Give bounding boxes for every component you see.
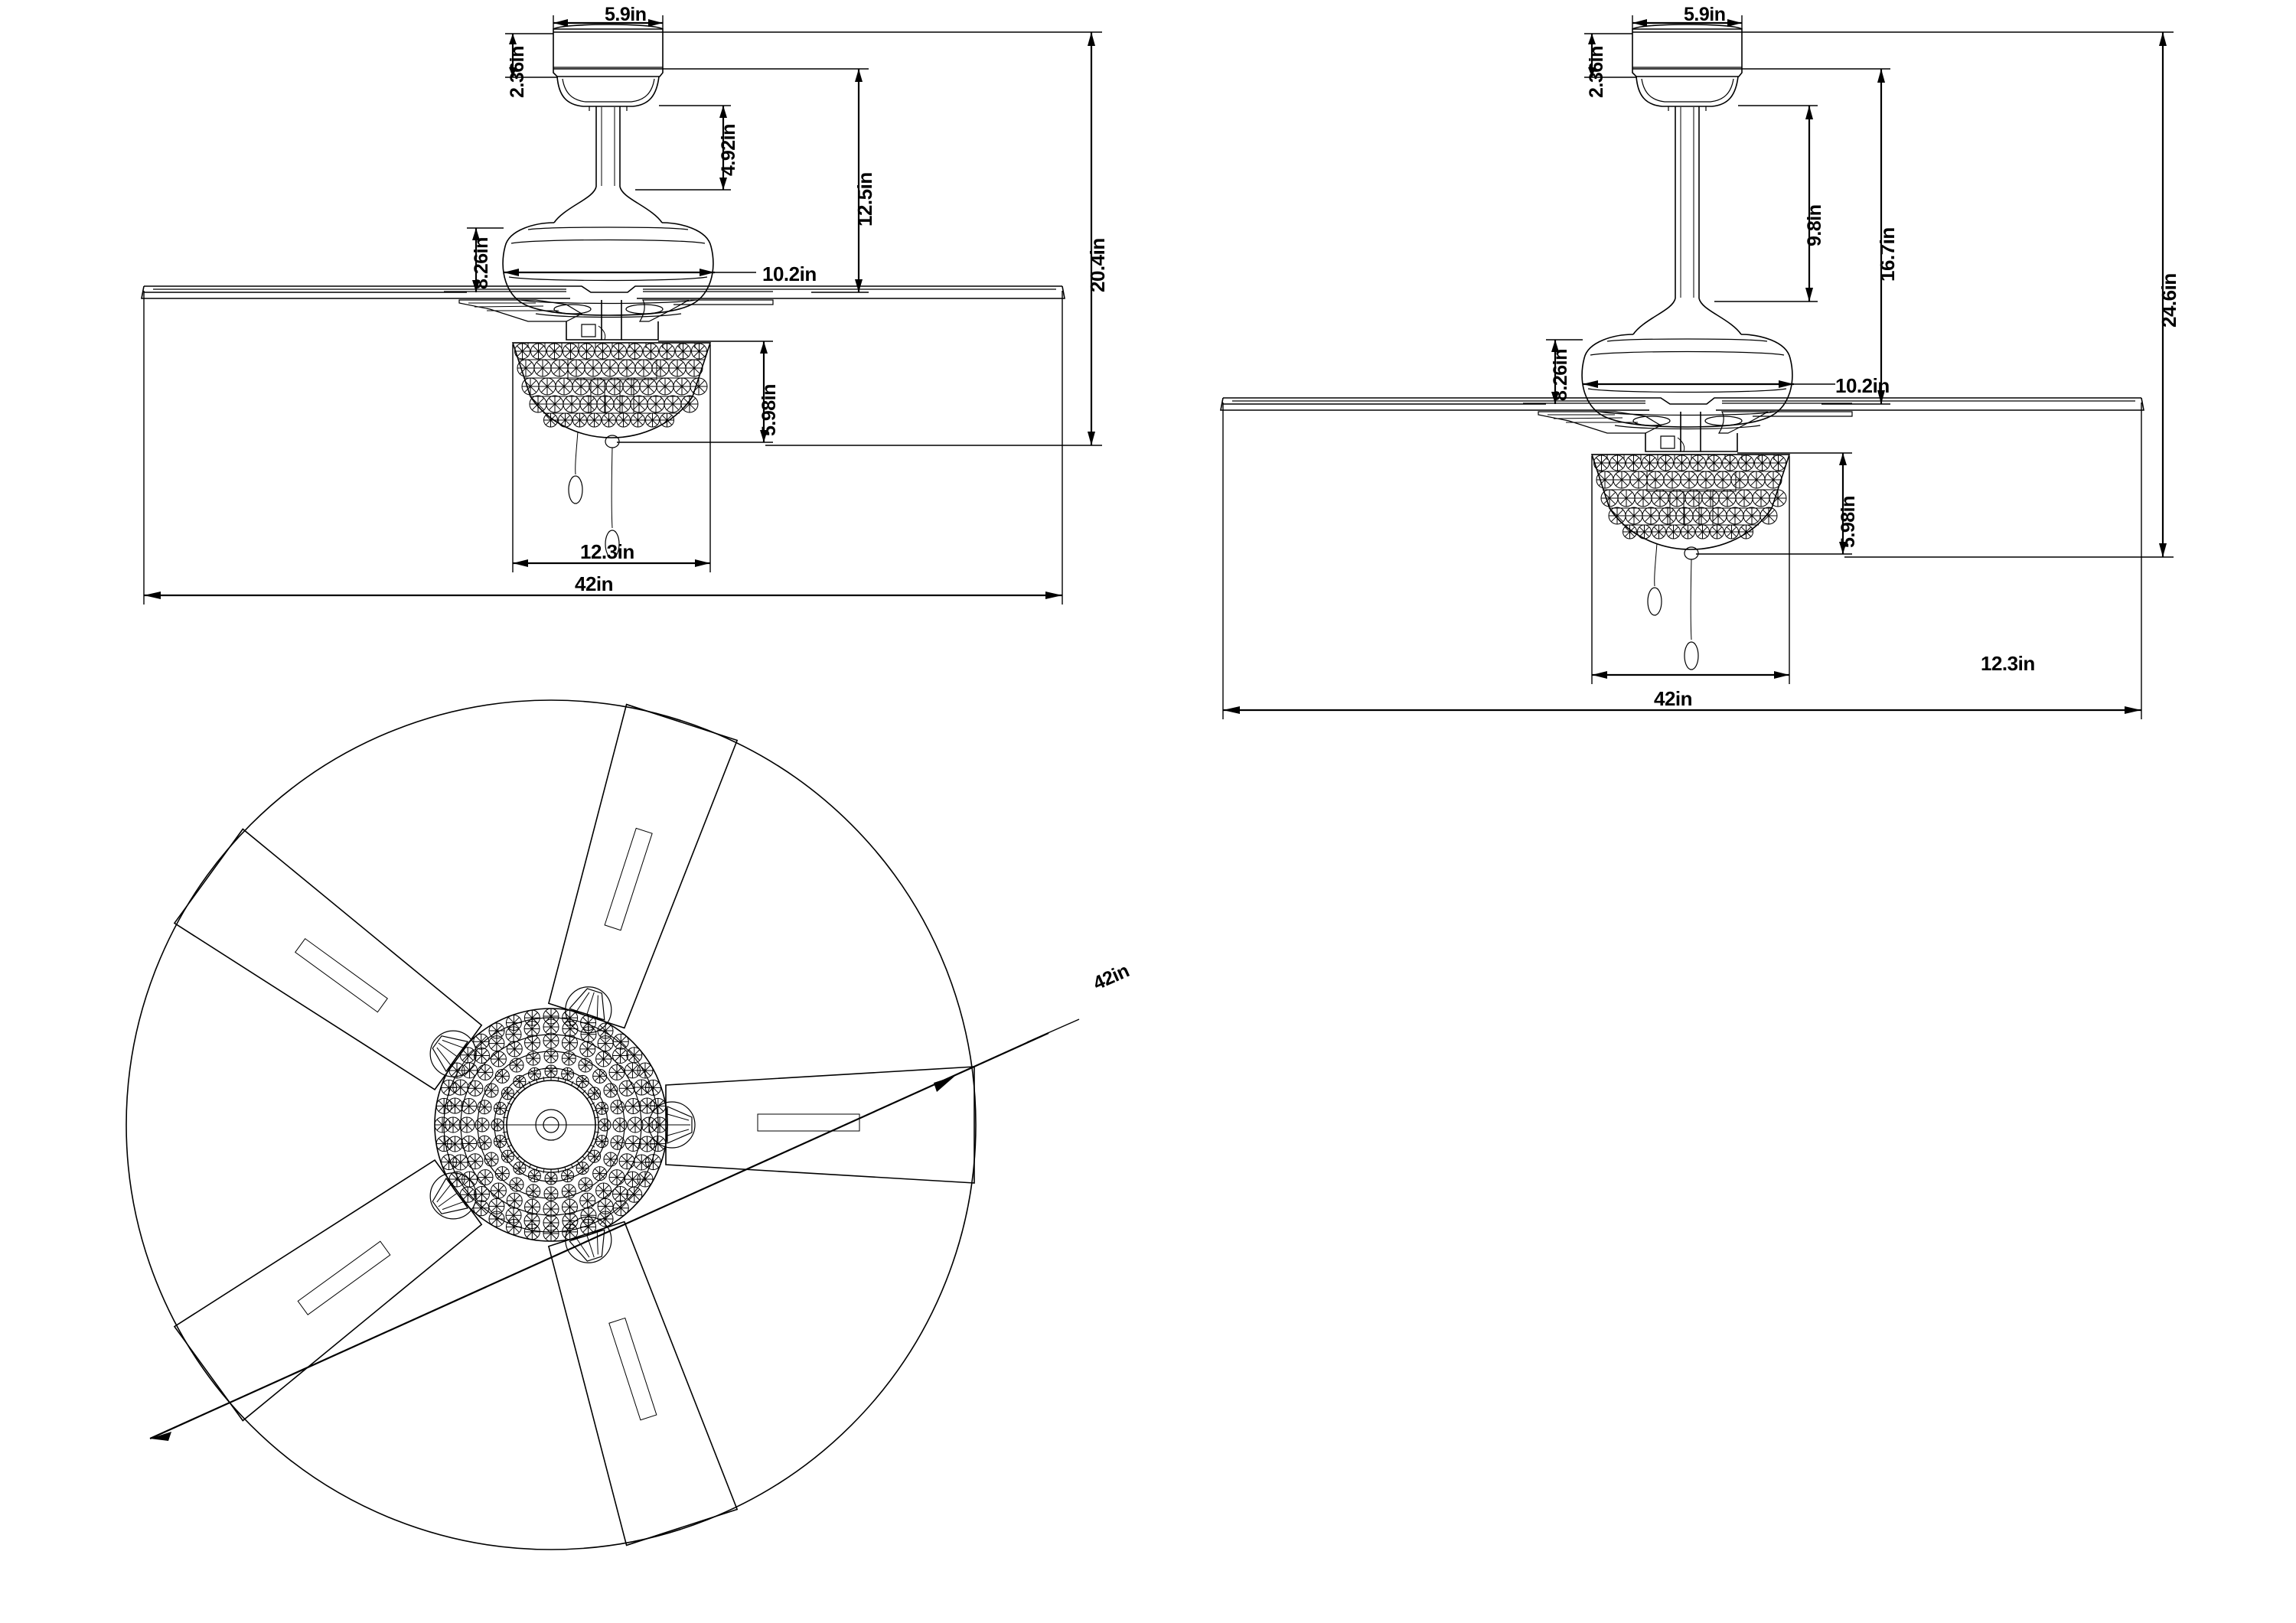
view-front-long-downrod: [1220, 15, 2174, 719]
dimension-lines-view1: [143, 15, 1102, 605]
view-front-short-downrod: [141, 15, 1102, 605]
dim-label-canopy-height-v1: 2.36in: [507, 46, 528, 98]
dim-label-motor-width-v2: 10.2in: [1835, 374, 1890, 397]
canopy-short: [553, 24, 664, 107]
motor-housing-short: [502, 186, 714, 318]
dim-label-motor-blade-v2: 8.26in: [1550, 349, 1571, 401]
crystal-shade-long: [1590, 454, 1791, 550]
dim-label-motor-blade-v1: 8.26in: [471, 237, 492, 289]
dim-label-shade-height-v1: 5.98in: [758, 384, 780, 436]
view-bottom-plan: [126, 699, 1080, 1550]
canopy-long: [1632, 24, 1743, 107]
blade-assembly-short: [141, 285, 1065, 341]
dimension-lines-view2: [1222, 15, 2174, 719]
dim-label-canopy-height-v2: 2.36in: [1586, 46, 1607, 98]
crystal-shade-short: [511, 342, 712, 438]
motor-housing-long: [1581, 298, 1793, 430]
dim-label-shade-height-v2: 5.98in: [1838, 496, 1859, 548]
pull-chains-short: [568, 431, 620, 559]
dim-label-overall-v2: 24.6in: [2157, 273, 2180, 328]
downrod-short: [589, 106, 628, 187]
dim-label-canopy-width-v1: 5.9in: [605, 4, 647, 25]
dim-label-canopy-width-v2: 5.9in: [1684, 4, 1726, 25]
dim-label-downrod-v2: 9.8in: [1804, 204, 1825, 246]
diameter-leader-42in: [149, 1018, 1080, 1441]
dim-label-upper-total-v1: 12.5in: [853, 172, 876, 227]
blade-assembly-long: [1220, 397, 2144, 452]
dim-label-upper-total-v2: 16.7in: [1876, 227, 1899, 282]
downrod-long: [1668, 106, 1707, 298]
dim-label-shade-width-v2: 12.3in: [1981, 652, 2035, 675]
dim-label-shade-width-v1: 12.3in: [580, 540, 634, 563]
dim-label-downrod-v1: 4.92in: [718, 124, 739, 176]
dim-label-motor-width-v1: 10.2in: [762, 262, 817, 285]
dim-label-span-v1: 42in: [575, 572, 614, 595]
blade-circle-outline: [126, 699, 977, 1550]
dim-label-span-v2: 42in: [1654, 687, 1693, 710]
dim-label-overall-v1: 20.4in: [1086, 238, 1109, 292]
crystal-dome-hub: [434, 1008, 668, 1242]
pull-chains-long: [1647, 543, 1699, 670]
